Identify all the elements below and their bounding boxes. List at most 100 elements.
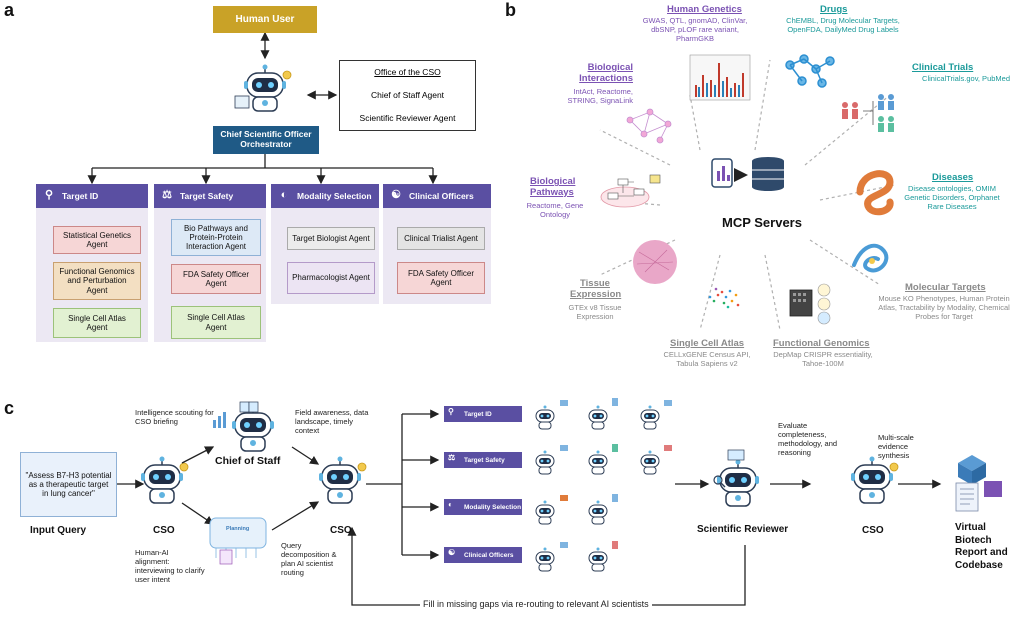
bio-pathways-agent: Bio Pathways and Protein-Protein Interac… bbox=[171, 219, 261, 256]
tissue-expression-desc: GTEx v8 Tissue Expression bbox=[568, 303, 622, 321]
chief-of-staff-label: Chief of Staff bbox=[215, 455, 281, 467]
drugs-desc: ChEMBL, Drug Molecular Targets, OpenFDA,… bbox=[786, 16, 900, 34]
report-icon bbox=[955, 455, 1002, 512]
single-cell-atlas-desc: CELLxGENE Census API, Tabula Sapiens v2 bbox=[663, 350, 751, 368]
fda-safety-officer-agent-b: FDA Safety Officer Agent bbox=[397, 262, 485, 294]
step-target-safety: ⚖Target Safety bbox=[444, 452, 522, 468]
pill-icon: ◐ bbox=[448, 500, 453, 509]
modality-scientists bbox=[535, 500, 608, 525]
biological-pathways-title: Biological Pathways bbox=[530, 176, 576, 198]
drugs-title: Drugs bbox=[820, 4, 848, 15]
target-id-header-label: Target ID bbox=[62, 191, 99, 201]
clinical-trials-desc: ClinicalTrials.gov, PubMed bbox=[922, 74, 1010, 83]
cso-orchestrator-box: Chief Scientific Officer Orchestrator bbox=[213, 126, 319, 154]
functional-genomics-agent: Functional Genomics and Perturbation Age… bbox=[53, 262, 141, 300]
magnifier-icon bbox=[713, 475, 726, 488]
book-icon bbox=[239, 401, 259, 413]
panel-c-letter: c bbox=[4, 398, 15, 418]
functional-genomics-desc: DepMap CRISPR essentiality, Tahoe-100M bbox=[773, 350, 873, 368]
step-target-safety-label: Target Safety bbox=[464, 456, 505, 464]
stethoscope-icon: ☯ bbox=[391, 189, 401, 201]
people-icon bbox=[842, 94, 894, 132]
input-query-label: Input Query bbox=[30, 525, 87, 536]
cso-label-3: CSO bbox=[862, 525, 884, 536]
cso-label-1: CSO bbox=[153, 525, 175, 536]
cso-office-title: Office of the CSO bbox=[374, 67, 441, 77]
target-safety-scientists bbox=[535, 450, 660, 475]
clinical-trialist-agent: Clinical Trialist Agent bbox=[397, 227, 485, 250]
clinical-scientists bbox=[535, 547, 608, 572]
biological-interactions-desc: IntAct, Reactome, STRING, SignaLink bbox=[567, 87, 633, 105]
alignment-text: Human-AI alignment: interviewing to clar… bbox=[135, 548, 205, 584]
magnifier-icon: ⚲ bbox=[448, 407, 454, 416]
cso-robot-c1 bbox=[140, 455, 189, 504]
chief-of-staff-agent: Chief of Staff Agent bbox=[370, 90, 445, 100]
step-target-id: ⚲ Target ID bbox=[444, 406, 522, 422]
cso-robot-a bbox=[234, 63, 292, 112]
scientific-reviewer-label: Scientific Reviewer bbox=[697, 524, 789, 535]
step-clinical-officers: ☯ Clinical Officers bbox=[444, 547, 522, 563]
molecular-targets-title: Molecular Targets bbox=[905, 282, 986, 293]
single-cell-atlas-agent-b: Single Cell Atlas Agent bbox=[171, 306, 261, 339]
clinical-trials-title: Clinical Trials bbox=[912, 62, 974, 73]
scientific-reviewer-robot bbox=[716, 449, 760, 507]
statistical-genetics-agent: Statistical Genetics Agent bbox=[53, 226, 141, 254]
fda-safety-officer-agent-a: FDA Safety Officer Agent bbox=[171, 264, 261, 294]
panel-a-letter: a bbox=[4, 0, 15, 20]
biological-interactions-title: Biological Interactions bbox=[579, 62, 633, 84]
step-clinical-officers-label: Clinical Officers bbox=[464, 551, 514, 559]
step-modality-selection: ◐ Modality Selection bbox=[444, 499, 522, 515]
bar-chart-icon bbox=[213, 412, 226, 428]
functional-genomics-title: Functional Genomics bbox=[773, 338, 870, 349]
stethoscope-icon: ☯ bbox=[448, 548, 456, 557]
decomposition-text: Query decomposition & plan AI scientist … bbox=[281, 541, 337, 577]
single-cell-atlas-agent-a: Single Cell Atlas Agent bbox=[53, 308, 141, 338]
cso-robot-c3 bbox=[850, 455, 899, 504]
crispr-plate-icon bbox=[789, 283, 831, 325]
molecular-targets-desc: Mouse KO Phenotypes, Human Protein Atlas… bbox=[878, 294, 1010, 321]
field-awareness-text: Field awareness, data landscape, timely … bbox=[295, 408, 369, 435]
human-genetics-desc: GWAS, QTL, gnomAD, ClinVar, dbSNP, pLOF … bbox=[642, 16, 748, 43]
target-id-header: ⚲ Target ID bbox=[36, 184, 148, 208]
biological-pathways-desc: Reactome, Gene Ontology bbox=[526, 201, 584, 219]
pharmacologist-agent: Pharmacologist Agent bbox=[287, 262, 375, 294]
report-label: Virtual Biotech Report and Codebase bbox=[955, 522, 1008, 571]
pathway-icon bbox=[600, 174, 661, 208]
input-query-box: "Assess B7-H3 potential as a therapeutic… bbox=[20, 452, 117, 517]
genetics-plot-icon bbox=[689, 54, 751, 101]
diseases-desc: Disease ontologies, OMIM Genetic Disorde… bbox=[904, 184, 1000, 211]
human-user-box: Human User bbox=[213, 6, 317, 33]
step-target-id-label: Target ID bbox=[464, 410, 492, 418]
mcp-servers-label: MCP Servers bbox=[722, 215, 802, 230]
evaluate-text: Evaluate completeness, methodology, and … bbox=[778, 421, 838, 457]
feedback-text: Fill in missing gaps via re-routing to r… bbox=[420, 599, 652, 610]
diseases-title: Diseases bbox=[932, 172, 974, 183]
protein-icon bbox=[852, 243, 889, 273]
modality-selection-header-label: Modality Selection bbox=[297, 191, 372, 201]
tool-icons bbox=[560, 398, 672, 549]
planning-label: Planning bbox=[226, 526, 250, 532]
intestine-icon bbox=[856, 170, 894, 216]
pill-icon: ◐ bbox=[280, 189, 288, 201]
mcp-server-icon bbox=[711, 157, 784, 191]
bottle-icon: ⚖ bbox=[162, 189, 172, 201]
magnifier-icon: ⚲ bbox=[44, 189, 54, 201]
intel-scouting-text: Intelligence scouting for CSO briefing bbox=[135, 408, 214, 426]
modality-selection-header: ◐ Modality Selection bbox=[271, 184, 379, 208]
clinical-officers-header-label: Clinical Officers bbox=[409, 191, 474, 201]
step-modality-selection-label: Modality Selection bbox=[464, 503, 522, 511]
cso-office-box: Office of the CSO Chief of Staff Agent S… bbox=[339, 60, 476, 131]
tissue-icon bbox=[633, 240, 677, 284]
tissue-expression-title: Tissue Expression bbox=[570, 278, 622, 300]
human-genetics-title: Human Genetics bbox=[667, 4, 742, 15]
single-cell-atlas-title: Single Cell Atlas bbox=[670, 338, 745, 349]
clinical-officers-header: ☯ Clinical Officers bbox=[383, 184, 491, 208]
panel-b-letter: b bbox=[505, 0, 516, 20]
molecule-icon bbox=[785, 54, 835, 88]
cso-robot-c2 bbox=[318, 455, 367, 504]
scatter-atlas-icon bbox=[708, 287, 740, 309]
target-safety-header: ⚖Target Safety bbox=[154, 184, 266, 208]
multiscale-text: Multi-scale evidence synthesis bbox=[878, 433, 914, 460]
target-id-scientists bbox=[535, 405, 660, 430]
